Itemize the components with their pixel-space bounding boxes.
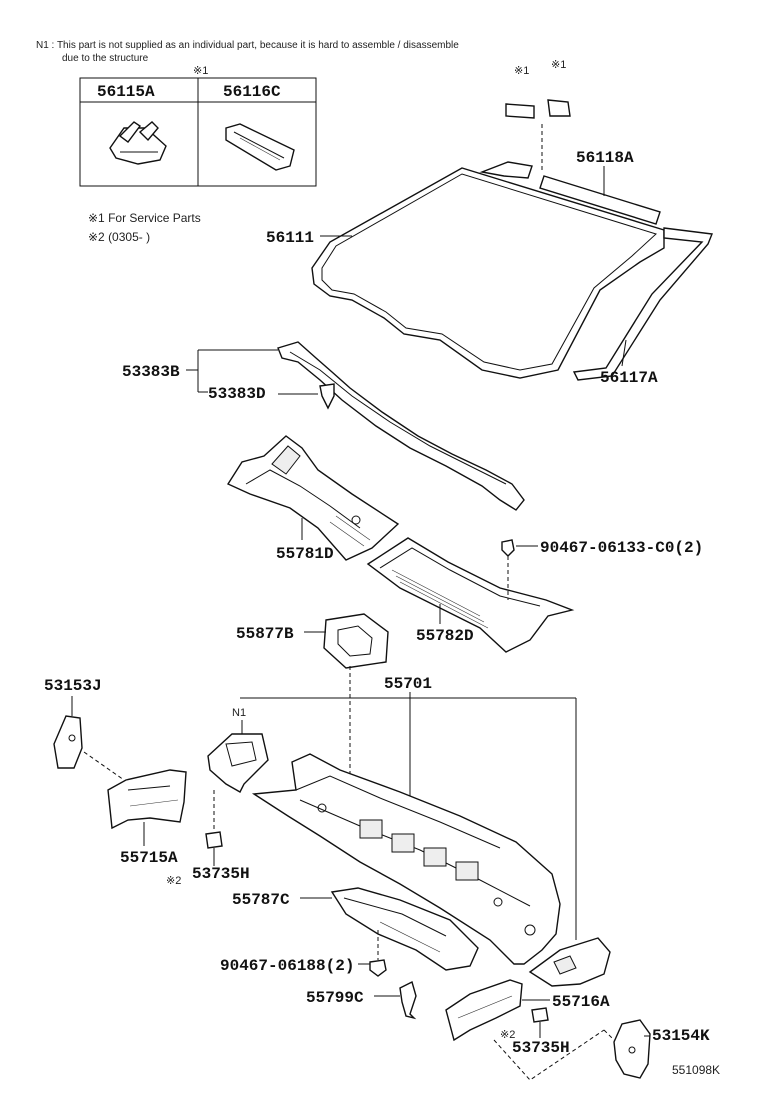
note-n1-line2: due to the structure bbox=[62, 53, 149, 64]
label-53735h-left: 53735H bbox=[192, 865, 250, 883]
label-56117a: 56117A bbox=[600, 369, 658, 387]
clip-90467-06133 bbox=[501, 539, 515, 557]
inset-col2-label: 56116C bbox=[223, 83, 281, 101]
clip-56116c-drawing bbox=[225, 123, 295, 171]
hinge-53154k bbox=[613, 1019, 651, 1079]
inset-table: ※1 56115A 56116C bbox=[79, 65, 317, 187]
extension-55715a bbox=[107, 769, 187, 830]
mark-service-1: ※1 bbox=[193, 65, 208, 77]
louver-55781d bbox=[226, 435, 400, 561]
label-55782d: 55782D bbox=[416, 627, 474, 645]
label-90467-06133: 90467-06133-C0(2) bbox=[540, 539, 703, 557]
bracket-55799c bbox=[399, 980, 417, 1020]
label-53383b: 53383B bbox=[122, 363, 180, 381]
label-53383d: 53383D bbox=[208, 385, 266, 403]
figure-number: 551098K bbox=[672, 1063, 720, 1077]
windshield-glass bbox=[311, 167, 665, 379]
label-55781d: 55781D bbox=[276, 545, 334, 563]
mark-53735h-left: ※2 bbox=[166, 875, 181, 887]
label-55715a: 55715A bbox=[120, 849, 178, 867]
label-53153j: 53153J bbox=[44, 677, 102, 695]
label-55799c: 55799C bbox=[306, 989, 364, 1007]
clip-56115a-drawing bbox=[109, 121, 167, 165]
molding-56118a bbox=[479, 161, 661, 225]
mark-service-clip-b: ※1 bbox=[551, 59, 566, 71]
note-service-parts: ※1 For Service Parts bbox=[88, 211, 201, 225]
label-56111: 56111 bbox=[266, 229, 314, 247]
label-53735h-right: 53735H bbox=[512, 1039, 570, 1057]
inset-col1-label: 56115A bbox=[97, 83, 155, 101]
hinge-53153j bbox=[53, 715, 83, 769]
clip-service-b bbox=[547, 99, 571, 117]
label-55716a: 55716A bbox=[552, 993, 610, 1011]
mark-service-clip-a: ※1 bbox=[514, 65, 529, 77]
label-56118a: 56118A bbox=[576, 149, 634, 167]
cowl-panel-55701 bbox=[251, 753, 561, 965]
molding-56117a bbox=[572, 227, 713, 381]
label-55877b: 55877B bbox=[236, 625, 294, 643]
clip-90467-06188 bbox=[369, 959, 387, 977]
label-55701: 55701 bbox=[384, 675, 432, 693]
clip-53735h-right bbox=[531, 1007, 549, 1023]
label-55787c: 55787C bbox=[232, 891, 290, 909]
panel-55787c bbox=[330, 887, 479, 971]
mark-n1: N1 bbox=[232, 707, 246, 719]
clip-service-a bbox=[505, 103, 535, 119]
clip-53735h-left bbox=[205, 831, 223, 849]
clip-53383d bbox=[319, 383, 335, 410]
seal-55877b bbox=[323, 613, 389, 669]
extension-55716a bbox=[445, 979, 523, 1042]
mark-53735h-right: ※2 bbox=[500, 1029, 515, 1041]
label-53154k: 53154K bbox=[652, 1027, 710, 1045]
note-n1-line1: N1 : This part is not supplied as an ind… bbox=[36, 40, 459, 51]
label-90467-06188: 90467-06188(2) bbox=[220, 957, 354, 975]
note-production-range: ※2 (0305- ) bbox=[88, 230, 150, 244]
